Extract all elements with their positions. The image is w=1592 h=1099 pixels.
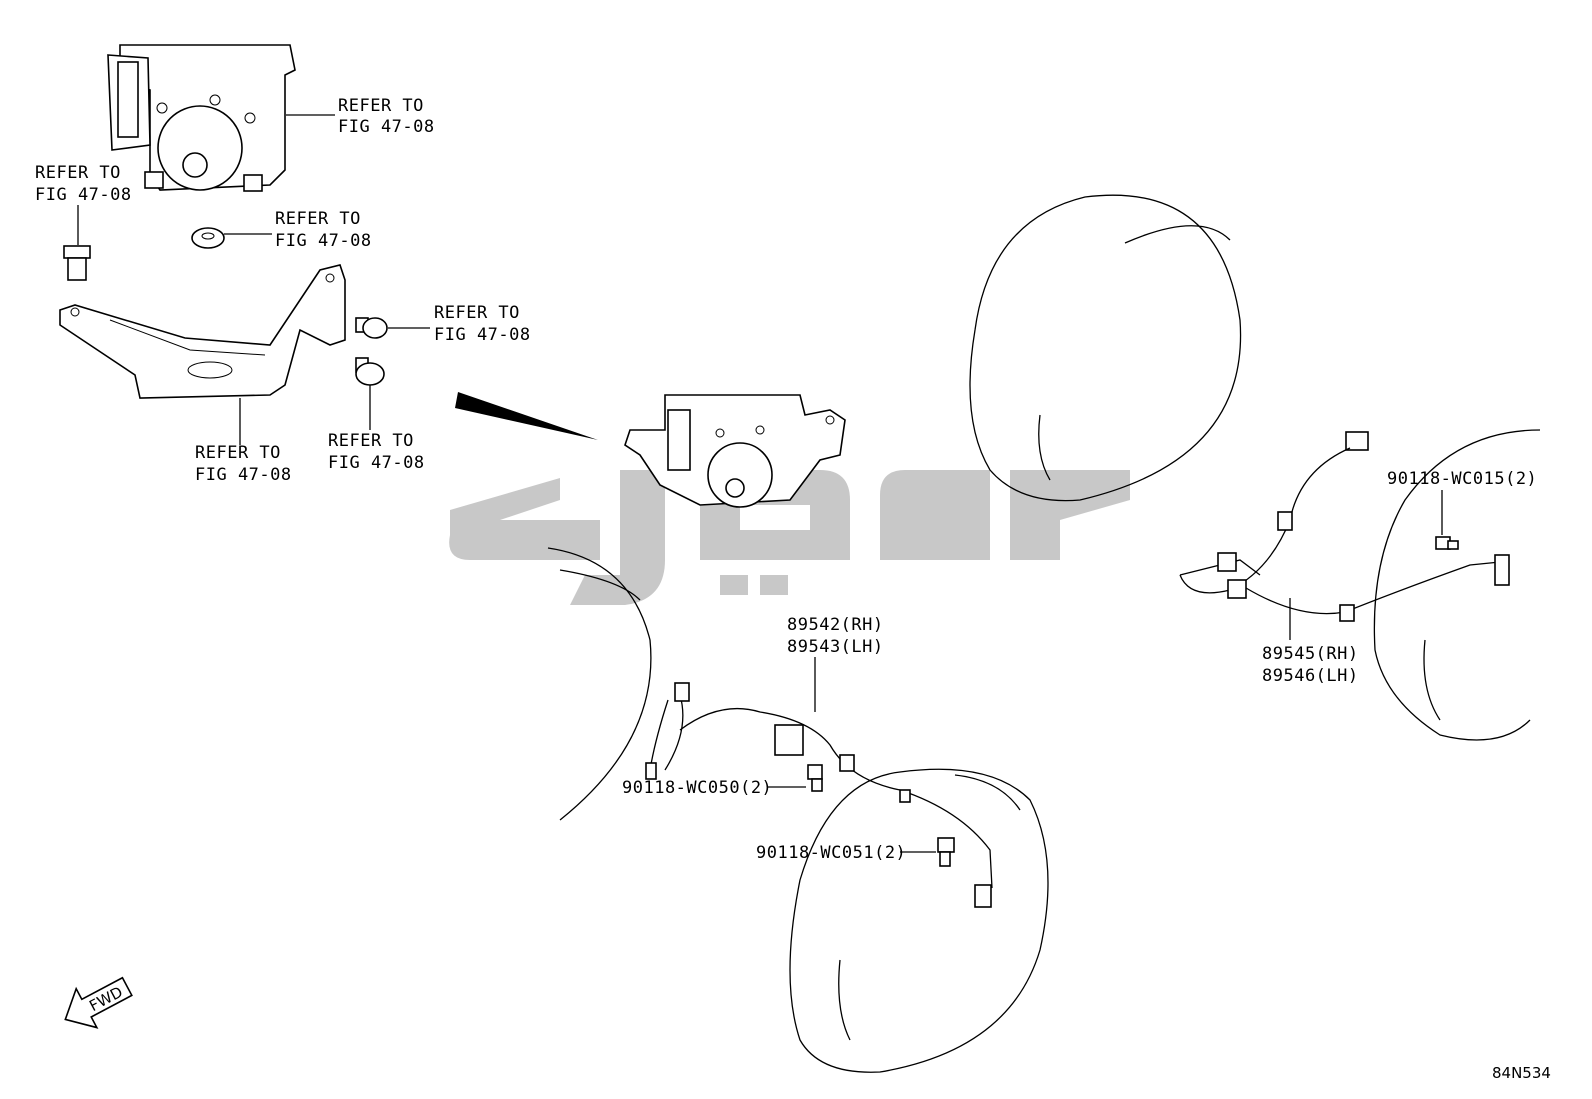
part-bolt-wc051: 90118-WC051(2) <box>756 843 906 863</box>
bolt-wc051[interactable] <box>937 837 955 867</box>
pointer-arrow-icon <box>455 392 598 440</box>
part-rear-sensor-lh: 89546(LH) <box>1262 666 1359 686</box>
bolt-right-1[interactable] <box>355 317 388 339</box>
front-speed-sensor[interactable] <box>645 682 993 908</box>
abs-assembly-center[interactable] <box>624 394 846 508</box>
nut[interactable] <box>191 227 225 249</box>
callout-bolt-right1-line1: REFER TO <box>434 303 520 323</box>
watermark-logo <box>449 470 1130 605</box>
callout-abs-top-line1: REFER TO <box>338 96 424 116</box>
part-bolt-wc015: 90118-WC015(2) <box>1387 469 1537 489</box>
abs-actuator-top[interactable] <box>107 44 296 192</box>
tire-rear-right <box>969 194 1242 502</box>
part-front-sensor-lh: 89543(LH) <box>787 637 884 657</box>
callout-bolt-left-line2: FIG 47-08 <box>35 185 132 205</box>
callout-bolt-right2-line1: REFER TO <box>328 431 414 451</box>
bolt-right-2[interactable] <box>355 357 385 386</box>
callout-bracket-line1: REFER TO <box>195 443 281 463</box>
rear-speed-sensor[interactable] <box>1179 431 1510 622</box>
callout-nut-line2: FIG 47-08 <box>275 231 372 251</box>
bolt-wc050[interactable] <box>807 764 823 792</box>
bolt-left[interactable] <box>63 245 91 281</box>
callout-nut-line1: REFER TO <box>275 209 361 229</box>
callout-abs-top-line2: FIG 47-08 <box>338 117 435 137</box>
tire-front-right <box>789 768 1049 1073</box>
tire-rear-left <box>1373 429 1541 741</box>
diagram-code: 84N534 <box>1492 1064 1551 1082</box>
part-rear-sensor-rh: 89545(RH) <box>1262 644 1359 664</box>
mounting-bracket[interactable] <box>59 264 346 399</box>
callout-bolt-right1-line2: FIG 47-08 <box>434 325 531 345</box>
bolt-wc015[interactable] <box>1435 536 1459 550</box>
callout-bolt-right2-line2: FIG 47-08 <box>328 453 425 473</box>
part-front-sensor-rh: 89542(RH) <box>787 615 884 635</box>
part-bolt-wc050: 90118-WC050(2) <box>622 778 772 798</box>
fwd-arrow-icon: FWD <box>64 976 133 1029</box>
callout-bracket-line2: FIG 47-08 <box>195 465 292 485</box>
tire-front-left-partial <box>547 547 652 821</box>
callout-bolt-left-line1: REFER TO <box>35 163 121 183</box>
